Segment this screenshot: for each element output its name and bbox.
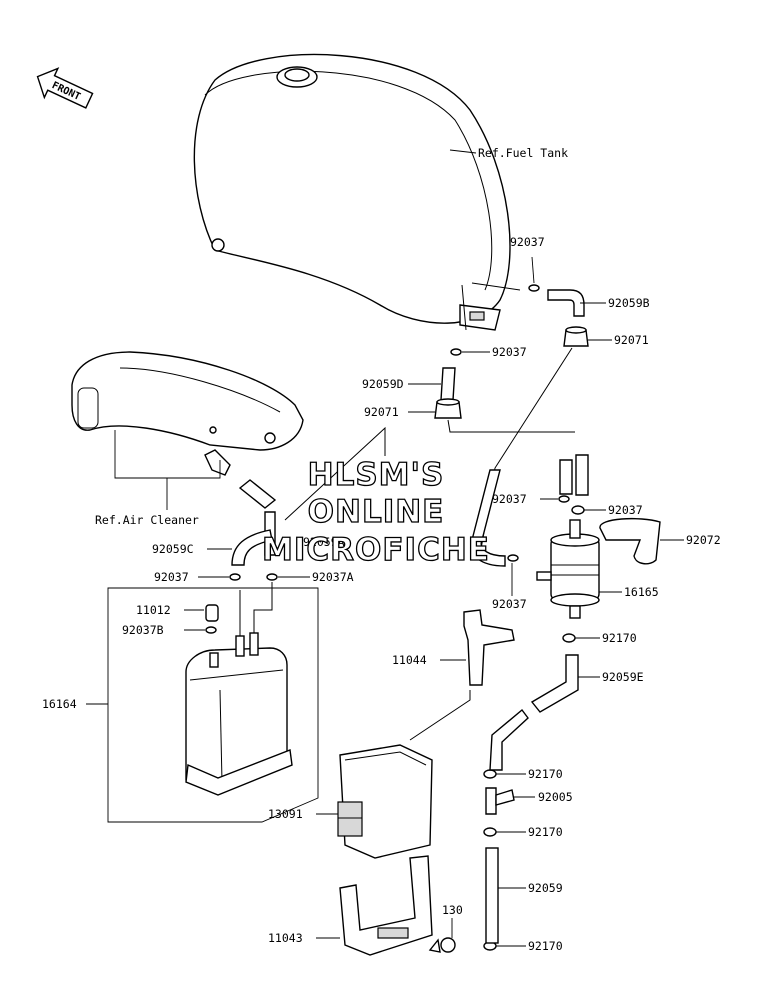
part-labels: 92037 92059B 92037 92071 92059D 92071 92… — [42, 235, 721, 953]
part-11012: 11012 — [136, 603, 171, 617]
part-92037-filter-right: 92037 — [608, 503, 643, 517]
bracket-11043 — [339, 855, 456, 956]
ref-air-cleaner-label: Ref.Air Cleaner — [95, 513, 199, 527]
part-92037-left: 92037 — [154, 570, 189, 584]
ref-fuel-tank-label: Ref.Fuel Tank — [478, 146, 568, 160]
part-92170-a: 92170 — [602, 631, 637, 645]
part-92037-filter-left: 92037 — [492, 492, 527, 506]
watermark-line-1: HLSM'S — [308, 457, 445, 493]
part-92071-right: 92071 — [614, 333, 649, 347]
part-92059: 92059 — [528, 881, 563, 895]
part-13091: 13091 — [268, 807, 303, 821]
part-92037-mid: 92037 — [492, 345, 527, 359]
watermark-line-2: ONLINE — [308, 494, 445, 530]
watermark: HLSM'S ONLINE MICROFICHE — [261, 456, 490, 568]
part-92072: 92072 — [686, 533, 721, 547]
part-92037-bottom: 92037 — [492, 597, 527, 611]
part-16164: 16164 — [42, 697, 77, 711]
part-16165: 16165 — [624, 585, 659, 599]
part-92037A: 92037A — [312, 570, 354, 584]
leader-lines — [86, 256, 684, 947]
part-11043: 11043 — [268, 931, 303, 945]
part-130: 130 — [442, 903, 463, 917]
part-92059C: 92059C — [152, 542, 194, 556]
part-92059A: 92059A — [303, 535, 345, 549]
part-92170-c: 92170 — [528, 825, 563, 839]
canister-case — [337, 744, 433, 859]
part-92059B: 92059B — [608, 296, 650, 310]
part-92071-left: 92071 — [364, 405, 399, 419]
fuel-tank — [193, 53, 521, 331]
part-92037-top: 92037 — [510, 235, 545, 249]
part-92170-b: 92170 — [528, 767, 563, 781]
watermark-line-3: MICROFICHE — [262, 532, 490, 568]
part-92170-d: 92170 — [528, 939, 563, 953]
air-cleaner-cover — [71, 351, 304, 476]
charcoal-canister — [185, 604, 293, 796]
part-11044: 11044 — [392, 653, 427, 667]
part-92059D: 92059D — [362, 377, 404, 391]
front-arrow-icon: FRONT — [36, 67, 94, 109]
clamp-icons — [205, 284, 585, 951]
part-92037B: 92037B — [122, 623, 164, 637]
part-92005: 92005 — [538, 790, 573, 804]
part-92059E: 92059E — [602, 670, 644, 684]
fuel-filter — [536, 519, 600, 619]
